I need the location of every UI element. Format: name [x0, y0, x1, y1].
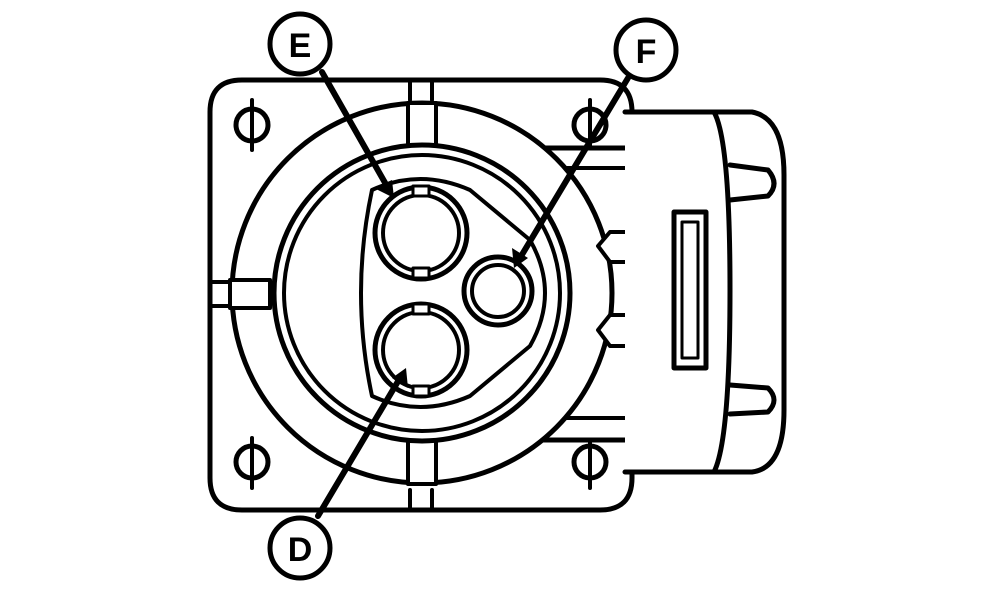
pin-cavity-f	[461, 254, 535, 328]
callout-e: E	[267, 11, 333, 77]
housing-latches	[596, 230, 630, 348]
arrowhead-d	[392, 368, 408, 388]
callout-f-label: F	[636, 33, 657, 71]
flange-ribs	[208, 78, 434, 512]
leader-lines	[315, 69, 631, 519]
body-tabs	[228, 101, 438, 486]
pin-cavity-e	[372, 184, 470, 282]
callout-e-label: E	[289, 27, 312, 65]
pin-cavity-d	[372, 301, 470, 399]
latch-window	[622, 109, 733, 475]
arrowhead-e	[374, 180, 394, 198]
callout-f: F	[613, 17, 679, 83]
callout-d-label: D	[288, 531, 313, 569]
leader-d	[315, 375, 403, 519]
leader-e	[319, 69, 391, 191]
leader-f	[517, 75, 631, 261]
callout-d: D	[267, 515, 333, 581]
arrowhead-f	[512, 248, 528, 268]
leader-arrowheads	[374, 180, 528, 388]
